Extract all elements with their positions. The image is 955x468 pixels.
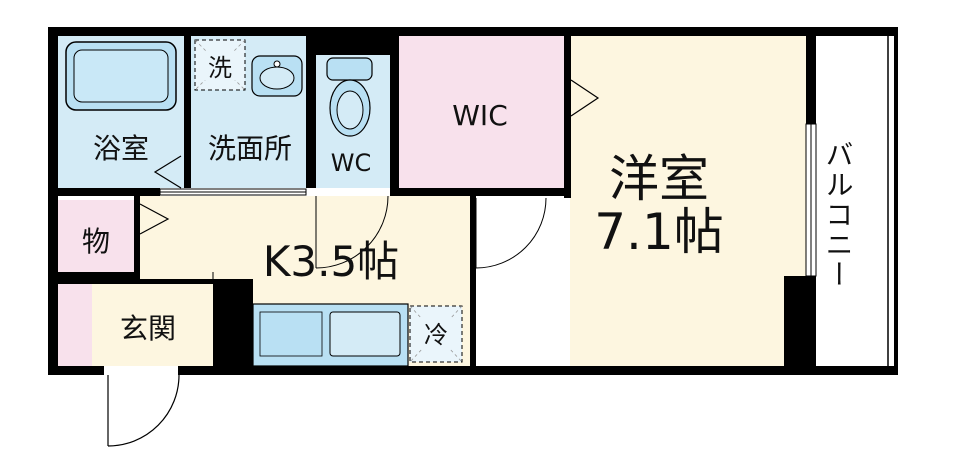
wc-label: WC	[331, 149, 372, 177]
storage-label: 物	[82, 225, 110, 258]
fridge-label: 冷	[424, 321, 448, 349]
wic-label: WIC	[452, 99, 508, 132]
wall-left	[48, 27, 58, 375]
storage-door-icon	[139, 203, 170, 235]
kitchen-label: K3.5帖	[263, 237, 399, 286]
stove-icon	[259, 311, 323, 357]
bedroom-door-swing	[475, 197, 547, 269]
kitchen-sink-icon	[329, 311, 401, 357]
bathtub-inner	[73, 49, 169, 103]
wall-wc-wic	[390, 36, 399, 196]
wall-kitchen-bedroom	[470, 196, 476, 366]
entrance-door-gap	[104, 366, 178, 375]
wall-bedroom-balcony	[806, 36, 816, 124]
sink-basin-icon	[259, 66, 295, 90]
wall-entrance-top	[48, 279, 213, 284]
wall-top	[48, 27, 898, 36]
bedroom-floor	[570, 36, 808, 366]
washroom-label: 洗面所	[208, 132, 292, 165]
toilet-seat-icon	[336, 90, 364, 130]
bath-label: 浴室	[93, 132, 149, 165]
balcony-label: バルコニー	[822, 140, 855, 290]
wall-wic-bedroom	[564, 36, 571, 198]
washer-label-bg	[203, 52, 237, 80]
washer-label: 洗	[208, 54, 232, 82]
wall-wash-wc	[306, 36, 316, 188]
bedroom-name-label: 洋室	[609, 150, 709, 208]
wall-bottom	[48, 366, 898, 375]
wc-door-swing	[315, 195, 389, 269]
wall-storage-bottom	[48, 272, 140, 280]
entrance-step	[58, 284, 92, 366]
wall-wc-top	[306, 36, 398, 55]
fridge-label-bg	[419, 318, 453, 348]
entrance-door-swing	[107, 374, 180, 447]
wall-wic-bottom	[390, 188, 570, 196]
wic-floor	[398, 36, 566, 188]
wall-wet-bottom	[48, 188, 160, 196]
faucet-icon	[273, 60, 281, 68]
column-entrance	[213, 279, 253, 375]
wic-door-icon	[570, 79, 600, 117]
wall-storage-right	[134, 196, 140, 272]
storage-floor	[58, 200, 136, 272]
bedroom-size-label: 7.1帖	[594, 203, 724, 261]
column-balcony	[784, 276, 816, 375]
wall-right	[894, 27, 898, 375]
wall-bath-wash	[184, 36, 191, 188]
entrance-label: 玄関	[120, 312, 176, 345]
balcony-floor	[815, 36, 895, 366]
bath-door-icon	[153, 155, 182, 189]
toilet-tank-icon	[326, 57, 373, 81]
